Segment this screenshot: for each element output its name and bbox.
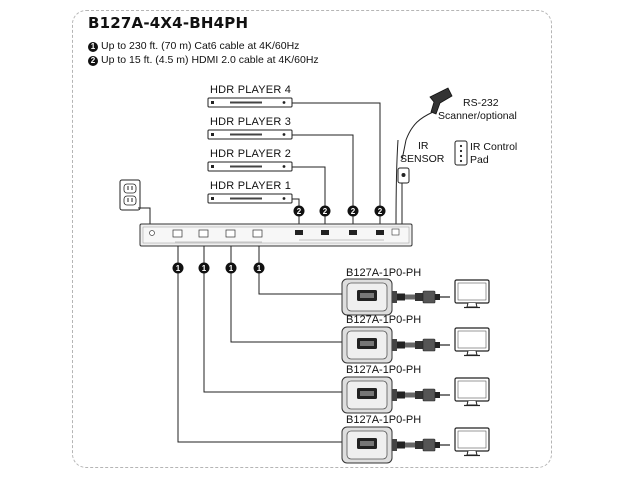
monitor-2-icon	[454, 327, 490, 357]
ir-sensor-label-1: IR	[418, 140, 429, 152]
badge-1-icon: 1	[88, 42, 98, 52]
note-cat6-text: Up to 230 ft. (70 m) Cat6 cable at 4K/60…	[101, 40, 300, 52]
hdr-player-4-icon	[207, 97, 293, 108]
hdmi-badge-3: 2	[351, 207, 356, 216]
receiver-1-label: B127A-1P0-PH	[346, 267, 422, 279]
receiver-4-icon	[341, 426, 451, 464]
cat6-badge-icons	[172, 262, 265, 274]
hdmi-badge-1: 2	[297, 207, 302, 216]
hdmi-badge-icons	[293, 205, 386, 217]
receiver-2-label: B127A-1P0-PH	[346, 314, 422, 326]
diagram-frame	[72, 10, 552, 468]
ir-cable	[395, 139, 399, 227]
ir-pad-icon	[454, 140, 468, 166]
hdmi-badge-4: 2	[378, 207, 383, 216]
cat6-badge-4: 1	[257, 264, 262, 273]
cat6-badge-1: 1	[176, 264, 181, 273]
ir-sensor-icon	[397, 167, 410, 184]
monitor-4-icon	[454, 427, 490, 457]
receiver-3-label: B127A-1P0-PH	[346, 364, 422, 376]
scanner-icon	[401, 87, 453, 161]
matrix-switch	[139, 223, 413, 247]
rs232-label: RS-232	[463, 97, 499, 109]
player-3-label: HDR PLAYER 3	[210, 116, 292, 128]
monitor-1-icon	[454, 279, 490, 309]
power-outlet-icon	[119, 179, 151, 224]
ir-pad-label-2: Pad	[470, 154, 489, 166]
player-4-label: HDR PLAYER 4	[210, 84, 292, 96]
note-hdmi-text: Up to 15 ft. (4.5 m) HDMI 2.0 cable at 4…	[101, 54, 319, 66]
ir-sensor-label-2: SENSOR	[400, 153, 445, 165]
hdmi-badge-2: 2	[323, 207, 328, 216]
cat6-badge-2: 1	[202, 264, 207, 273]
hdr-player-3-icon	[207, 129, 293, 140]
diagram-title: B127A-4X4-BH4PH	[88, 14, 249, 32]
monitor-3-icon	[454, 377, 490, 407]
receiver-1-icon	[341, 278, 451, 316]
badge-2-icon: 2	[88, 56, 98, 66]
ir-pad-label-1: IR Control	[470, 141, 518, 153]
receiver-4-label: B127A-1P0-PH	[346, 414, 422, 426]
cat6-cables	[177, 246, 342, 443]
hdmi-cables	[292, 102, 381, 226]
player-1-label: HDR PLAYER 1	[210, 180, 292, 192]
receiver-3-icon	[341, 376, 451, 414]
player-2-label: HDR PLAYER 2	[210, 148, 292, 160]
rs232-sublabel: Scanner/optional	[438, 110, 517, 122]
hdr-player-2-icon	[207, 161, 293, 172]
hdr-player-1-icon	[207, 193, 293, 204]
cat6-badge-3: 1	[229, 264, 234, 273]
receiver-2-icon	[341, 326, 451, 364]
